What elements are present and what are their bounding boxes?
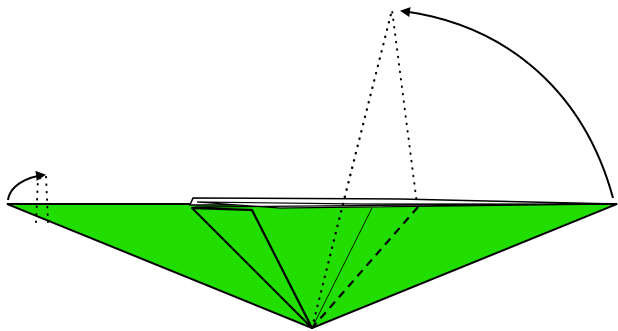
thin-crease-line [311,207,373,329]
small-fold-arrow-left [7,170,46,201]
inner-crease-left [191,207,313,329]
paper-base-triangle [6,203,618,330]
corner-fold-marks [35,174,49,223]
inner-fold-edge [190,206,314,330]
flap-edge-line [194,203,618,208]
large-fold-arrow-right [400,7,614,199]
